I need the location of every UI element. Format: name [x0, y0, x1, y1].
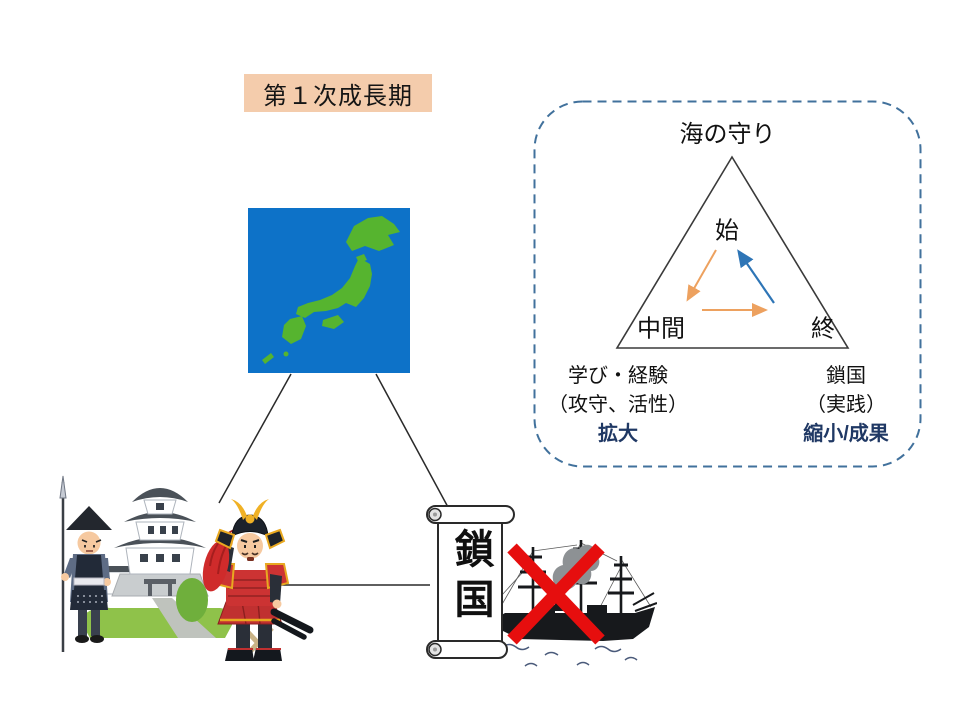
cycle-triangle: [615, 155, 850, 349]
scroll-icon: 鎖国: [424, 502, 517, 666]
right-note-line1: 鎖国: [826, 365, 866, 387]
red-cross-icon: [507, 543, 605, 645]
waves: [502, 643, 638, 667]
guard-icon: [59, 475, 112, 652]
right-note-accent: 縮小/成果: [803, 423, 889, 445]
arrow-start-to-middle: [686, 249, 717, 302]
panel-title: 海の守り: [679, 121, 776, 148]
scroll-label: 鎖国: [447, 528, 495, 628]
page-title: 第１次成長期: [263, 82, 413, 110]
page-title-box: 第１次成長期: [244, 74, 432, 112]
triangle-middle-label: 中間: [637, 315, 685, 343]
left-note-line1: 学び・経験: [568, 365, 668, 387]
castle-scene: [59, 475, 314, 661]
samurai-icon: [202, 499, 314, 661]
left-note-accent: 拡大: [598, 423, 638, 445]
left-note: 学び・経験 （攻守、活性） 拡大: [533, 362, 703, 449]
right-note-line2: （実践）: [806, 394, 886, 416]
cycle-panel: 海の守り 始 中間 終 学び・経験 （攻守、活性） 拡大 鎖国 （実践） 縮小/…: [533, 100, 922, 468]
katana: [270, 608, 314, 634]
left-note-line2: （攻守、活性）: [548, 394, 688, 416]
japan-land-shapes: [262, 216, 400, 364]
bush: [176, 578, 208, 622]
triangle-end-label: 終: [811, 315, 835, 343]
right-note: 鎖国 （実践） 縮小/成果: [761, 362, 931, 449]
japan-map-icon: [248, 208, 410, 373]
dashed-border: [533, 100, 922, 468]
triangle-start-label: 始: [715, 217, 739, 245]
arrow-end-to-start: [737, 249, 775, 304]
